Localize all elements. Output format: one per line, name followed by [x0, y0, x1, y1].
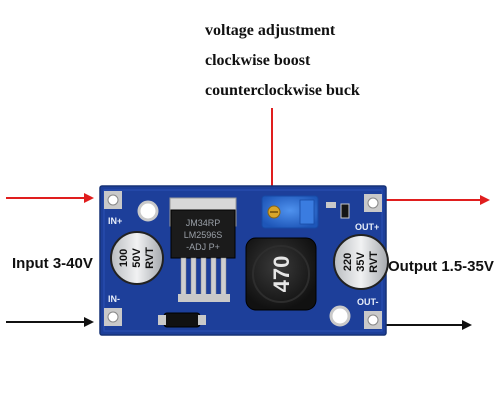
chip-line-2: LM2596S: [184, 230, 223, 240]
counterclockwise-buck-label: counterclockwise buck: [205, 82, 360, 99]
trim-potentiometer[interactable]: [261, 195, 319, 229]
silk-out-minus: OUT-: [357, 297, 379, 307]
output-capacitor: 220 35V RVT: [333, 234, 389, 290]
pad-in-minus: [104, 308, 122, 326]
pad-out-plus: [364, 194, 382, 212]
input-cap-value: 100: [118, 249, 130, 267]
output-cap-value: 220: [342, 253, 354, 271]
smd-component-2: [340, 203, 350, 219]
diode: [158, 312, 206, 328]
silk-in-plus: IN+: [108, 216, 122, 226]
chip-line-3: -ADJ P+: [186, 242, 220, 252]
lm2596-regulator: JM34RP LM2596S -ADJ P+: [169, 197, 237, 302]
silk-out-plus: OUT+: [355, 222, 379, 232]
inductor: 470: [245, 237, 317, 311]
input-cap-series: RVT: [144, 247, 156, 269]
mounting-hole-top: [137, 200, 159, 222]
pad-in-plus: [104, 191, 122, 209]
input-capacitor: 100 50V RVT: [110, 231, 164, 285]
output-cap-series: RVT: [368, 251, 380, 273]
clockwise-boost-label: clockwise boost: [205, 52, 311, 69]
output-cap-voltage: 35V: [355, 252, 367, 272]
mounting-hole-bottom: [329, 305, 351, 327]
input-cap-voltage: 50V: [131, 248, 143, 268]
input-voltage-label: Input 3-40V: [12, 255, 93, 272]
silk-in-minus: IN-: [108, 294, 120, 304]
smd-component-1: [326, 202, 336, 208]
output-voltage-label: Output 1.5-35V: [388, 258, 494, 275]
voltage-adjustment-label: voltage adjustment: [205, 22, 336, 39]
inductor-value: 470: [269, 256, 294, 293]
chip-line-1: JM34RP: [186, 218, 221, 228]
pad-out-minus: [364, 311, 382, 329]
